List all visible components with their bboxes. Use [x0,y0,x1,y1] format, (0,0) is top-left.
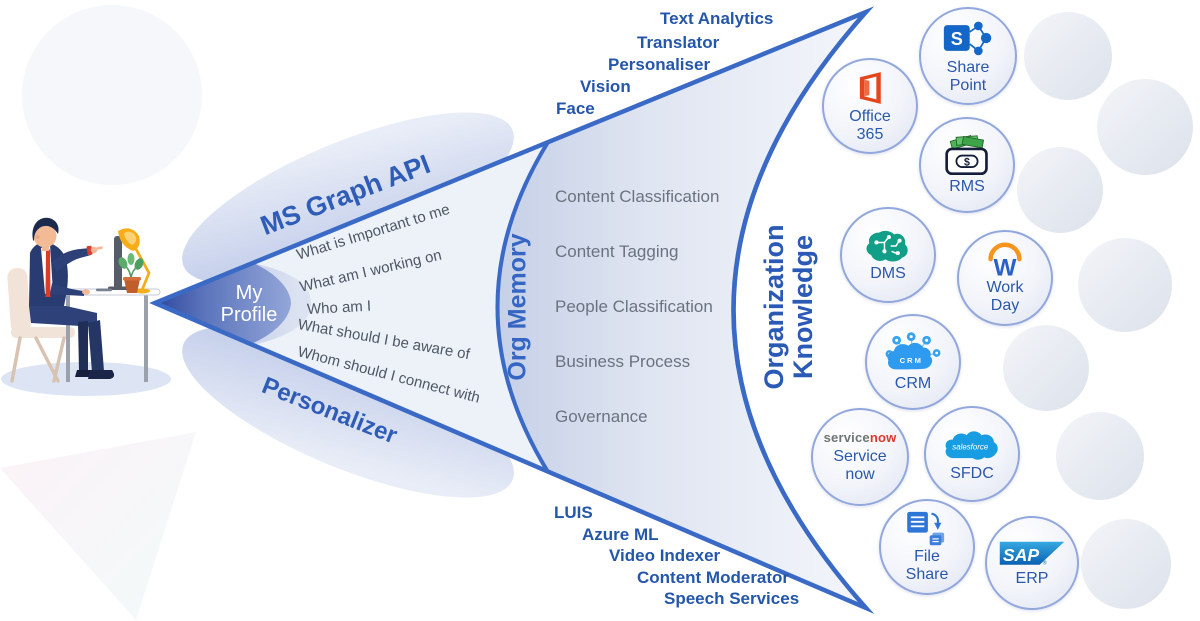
sharepoint-icon: S [943,21,992,56]
system-circle-sharepoint: S Share Point [919,7,1017,105]
system-caption: Service now [833,448,886,483]
memory-item-governance: Governance [555,407,648,426]
decorative-circle [1003,325,1089,411]
organization-knowledge-label: Organization Knowledge [758,224,818,390]
system-circle-workday: W Work Day [957,230,1053,326]
service-label-face: Face [556,99,595,118]
system-caption: RMS [949,178,985,196]
service-label-luis: LUIS [554,503,593,522]
org-memory-divider-arc [495,140,550,474]
system-circle-dms: DMS [840,207,936,303]
service-label-text-analytics: Text Analytics [660,9,774,28]
system-caption-line: Work [986,278,1024,296]
system-circle-fileshare: File Share [879,499,975,595]
my-profile-line1: My [235,282,263,304]
crm-cloud-text: CRM [900,356,923,365]
system-caption: Share Point [947,59,990,94]
my-profile-line2: Profile [220,304,278,327]
servicenow-logo: servicenow [824,431,897,444]
dollar-symbol: $ [964,156,970,168]
memory-item-people-classification: People Classification [555,297,713,316]
questions-area [253,142,548,472]
organization-knowledge-line2: Knowledge [788,234,818,380]
workday-icon: W [988,242,1022,278]
decorative-circle [1078,238,1172,332]
decorative-circle [1024,12,1112,100]
system-caption: ERP [1016,570,1049,588]
service-label-azure-ml: Azure ML [582,525,659,544]
workday-letter: W [994,254,1017,278]
office-365-icon [859,72,881,104]
faint-background-triangle [0,432,196,620]
service-label-content-moderator: Content Moderator [637,568,790,587]
service-label-personaliser: Personaliser [608,55,711,74]
top-petal-shape [182,112,514,284]
memory-item-content-classification: Content Classification [555,187,720,206]
servicenow-logo-now: now [869,429,897,445]
dms-brain-icon [866,230,908,262]
salesforce-logo-text: salesforce [952,442,989,451]
org-memory-label: Org Memory [503,233,532,381]
system-caption-line: Day [990,296,1020,314]
system-circle-rms: $ RMS [919,117,1015,213]
organization-knowledge-line1: Organization [758,224,789,390]
servicenow-logo-service: service [823,429,870,445]
system-caption-line: File [914,547,940,565]
my-profile-label: My Profile [201,282,297,327]
memory-item-content-tagging: Content Tagging [555,242,679,261]
sharepoint-letter: S [951,29,963,49]
decorative-circle [1056,412,1144,500]
system-circle-office-365: Office 365 [822,58,918,154]
system-caption-line: 365 [856,125,884,143]
system-caption-line: DMS [870,264,906,282]
sap-registered-mark: ® [1043,559,1047,566]
system-caption-line: Point [949,76,987,94]
faint-background-circle [22,5,202,185]
memory-item-business-process: Business Process [555,352,691,371]
person-at-desk-illustration [1,217,171,396]
system-caption-line: Office [849,107,891,125]
system-circle-servicenow: servicenow Service now [811,408,909,506]
system-circle-sap-erp: SAP ® ERP [985,516,1079,610]
system-caption-line: ERP [1015,569,1049,587]
file-share-icon [907,511,945,546]
system-caption-line: RMS [949,177,985,195]
crm-cloud-icon: CRM [885,331,941,370]
system-caption-line: SFDC [950,464,994,482]
sap-logo: SAP ® [999,541,1065,566]
service-label-speech-services: Speech Services [664,589,800,608]
system-caption: Work Day [986,279,1023,314]
salesforce-cloud-icon: salesforce [945,431,998,460]
bottom-petal-shape [182,326,514,498]
system-caption: SFDC [950,465,994,483]
service-label-video-indexer: Video Indexer [609,546,721,565]
decorative-circle [1017,147,1103,233]
rms-wallet-icon: $ [945,134,988,175]
my-profile-segment [155,262,291,344]
system-caption: CRM [895,375,931,393]
system-caption: DMS [870,265,906,283]
system-circle-crm: CRM CRM [865,314,961,410]
system-caption: Office 365 [849,108,891,143]
system-caption-line: Share [905,565,949,583]
service-label-vision: Vision [580,77,631,96]
sap-logo-text: SAP [1003,545,1040,565]
system-caption-line: now [845,465,875,483]
org-memory-band [497,12,866,608]
decorative-circle [1081,519,1171,609]
system-caption-line: Share [946,58,990,76]
question-who-am-i: Who am I [306,297,372,318]
service-label-translator: Translator [637,33,720,52]
system-caption-line: CRM [894,374,932,392]
system-circle-sfdc: salesforce SFDC [924,406,1020,502]
decorative-circle [1097,79,1193,175]
system-caption: File Share [906,548,949,583]
system-caption-line: Service [833,447,887,465]
funnel-outline [149,6,875,615]
